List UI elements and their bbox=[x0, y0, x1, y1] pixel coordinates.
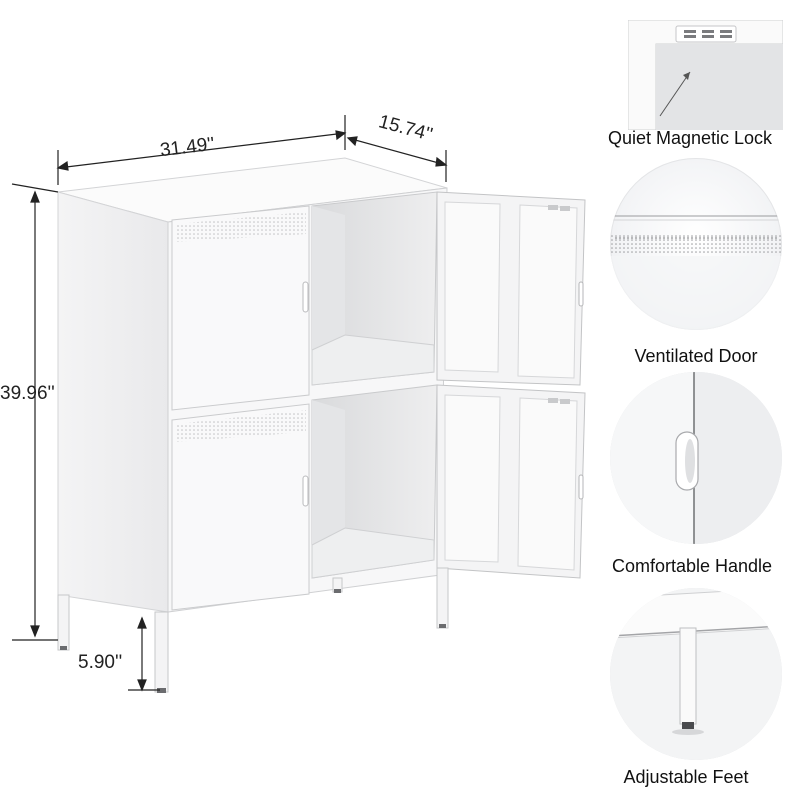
upper-left-handle bbox=[302, 281, 309, 313]
feature-label-handle: Comfortable Handle bbox=[611, 556, 773, 576]
leg-height-dimension: 5.90'' bbox=[78, 652, 123, 673]
feature-ventilated-door bbox=[610, 158, 782, 330]
leg-front-right bbox=[436, 567, 449, 629]
feature-comfortable-handle bbox=[610, 372, 782, 544]
magnetic-lock-icon bbox=[628, 20, 783, 130]
adjustable-foot-icon bbox=[610, 588, 782, 760]
feature-adjustable-feet bbox=[610, 588, 782, 760]
feature-magnetic-lock bbox=[628, 20, 783, 130]
leg-back-left bbox=[57, 594, 70, 651]
leg-front-left bbox=[154, 611, 169, 693]
cabinet-side bbox=[57, 191, 169, 613]
height-dimension: 39.96'' bbox=[0, 383, 55, 404]
upper-left-door bbox=[171, 205, 310, 411]
door-handle-icon bbox=[610, 372, 782, 544]
lower-left-handle bbox=[302, 475, 309, 507]
feature-label-vent: Ventilated Door bbox=[634, 346, 758, 366]
feature-label-lock: Quiet Magnetic Lock bbox=[607, 128, 773, 148]
lower-left-door bbox=[171, 403, 310, 611]
feature-label-feet: Adjustable Feet bbox=[623, 767, 749, 787]
ventilation-holes-icon bbox=[610, 215, 782, 330]
